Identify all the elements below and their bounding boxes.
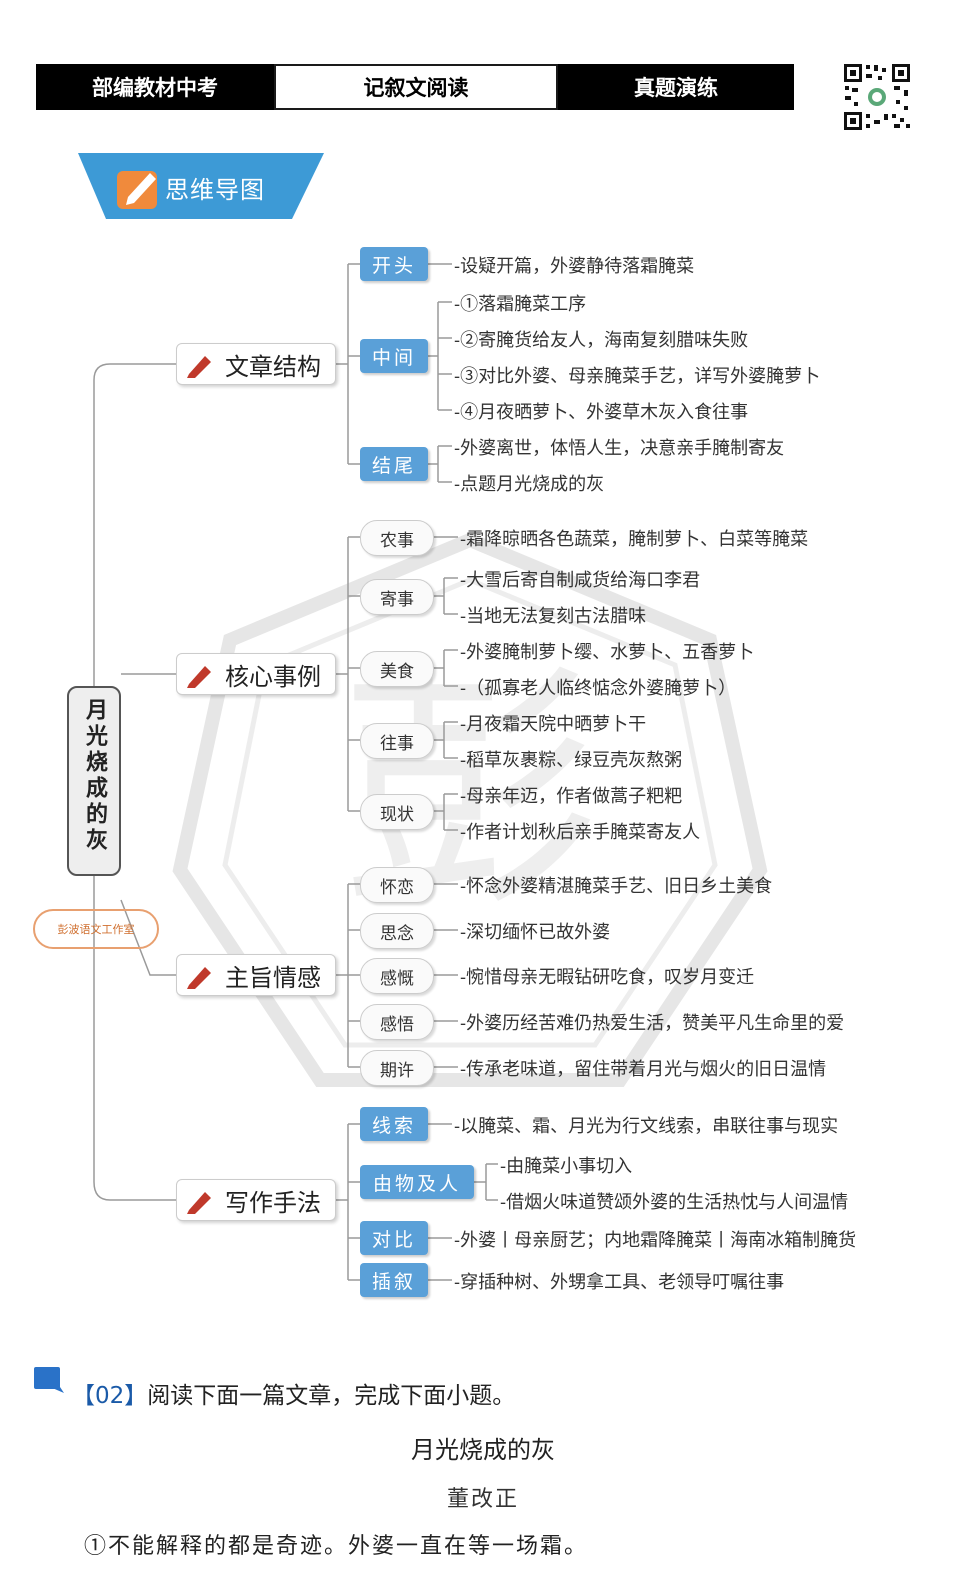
question-marker-icon: [34, 1367, 64, 1393]
question-prompt: 【02】阅读下面一篇文章，完成下面小题。: [72, 1383, 516, 1409]
leaf-text: -作者计划秋后亲手腌菜寄友人: [460, 822, 701, 843]
leaf-text: -以腌菜、霜、月光为行文线索，串联往事与现实: [454, 1116, 839, 1137]
leaf-text: -月夜霜天院中晒萝卜干: [460, 714, 647, 735]
pencil-icon: [187, 666, 211, 688]
tag-flashback: 插叙: [360, 1263, 428, 1297]
leaf-text: -惋惜母亲无暇钻研吃食，叹岁月变迁: [460, 967, 755, 988]
pill-nostalgia: 怀恋: [360, 867, 434, 903]
banner-title: 思维导图: [165, 176, 265, 204]
branch-theme: 主旨情感: [176, 954, 336, 996]
leaf-text: -当地无法复刻古法腊味: [460, 606, 647, 627]
article-title: 月光烧成的灰: [411, 1436, 555, 1464]
pencil-icon: [187, 1192, 211, 1214]
mindmap-banner: [78, 153, 324, 219]
pill-hope: 期许: [360, 1050, 434, 1086]
branch-examples: 核心事例: [176, 653, 336, 695]
qr-code-icon: [842, 62, 912, 132]
leaf-text: -外婆离世，体悟人生，决意亲手腌制寄友: [454, 438, 785, 459]
pencil-icon: [187, 356, 211, 378]
leaf-text: -穿插种树、外甥拿工具、老领导叮嘱往事: [454, 1272, 785, 1293]
pill-farming: 农事: [360, 520, 434, 556]
root-node: 月光烧成的灰: [67, 686, 121, 876]
leaf-text: -霜降晾晒各色蔬菜，腌制萝卜、白菜等腌菜: [460, 529, 809, 550]
leaf-text: -外婆历经苦难仍热爱生活，赞美平凡生命里的爱: [460, 1013, 845, 1034]
leaf-text: -传承老味道，留住带着月光与烟火的旧日温情: [460, 1059, 827, 1080]
header-cell-reading: 记叙文阅读: [274, 64, 558, 110]
pill-missing: 思念: [360, 913, 434, 949]
leaf-text: -大雪后寄自制咸货给海口李君: [460, 570, 701, 591]
leaf-text: -点题月光烧成的灰: [454, 474, 605, 495]
leaf-text: -②寄腌货给友人，海南复刻腊味失败: [454, 330, 749, 351]
leaf-text: -④月夜晒萝卜、外婆草木灰入食往事: [454, 402, 749, 423]
pencil-icon: [187, 967, 211, 989]
pill-present: 现状: [360, 794, 434, 830]
header-cell-textbook: 部编教材中考: [36, 64, 274, 110]
leaf-text: -稻草灰裹粽、绿豆壳灰熬粥: [460, 750, 683, 771]
leaf-text: -母亲年迈，作者做蒿子粑粑: [460, 786, 683, 807]
article-paragraph: ①不能解释的都是奇迹。外婆一直在等一场霜。: [84, 1534, 589, 1559]
pill-sending: 寄事: [360, 579, 434, 615]
studio-stamp: 彭波语文工作室: [33, 909, 159, 949]
tag-opening: 开头: [360, 247, 428, 281]
header-cell-practice: 真题演练: [558, 64, 794, 110]
branch-techniques: 写作手法: [176, 1179, 336, 1221]
leaf-text: -由腌菜小事切入: [500, 1156, 633, 1177]
tag-clue: 线索: [360, 1107, 428, 1141]
leaf-text: -外婆腌制萝卜缨、水萝卜、五香萝卜: [460, 642, 755, 663]
leaf-text: -外婆丨母亲厨艺；内地霜降腌菜丨海南冰箱制腌货: [454, 1230, 857, 1251]
leaf-text: -③对比外婆、母亲腌菜手艺，详写外婆腌萝卜: [454, 366, 821, 387]
pill-past: 往事: [360, 723, 434, 759]
branch-structure: 文章结构: [176, 343, 336, 385]
leaf-text: -借烟火味道赞颂外婆的生活热忱与人间温情: [500, 1192, 849, 1213]
article-author: 董改正: [446, 1487, 519, 1512]
tag-contrast: 对比: [360, 1221, 428, 1255]
tag-middle: 中间: [360, 339, 428, 373]
tag-ending: 结尾: [360, 447, 428, 481]
pill-food: 美食: [360, 651, 434, 687]
leaf-text: -深切缅怀已故外婆: [460, 922, 611, 943]
leaf-text: -怀念外婆精湛腌菜手艺、旧日乡土美食: [460, 876, 773, 897]
pill-insight: 感悟: [360, 1004, 434, 1040]
pill-sigh: 感慨: [360, 958, 434, 994]
leaf-text: -（孤寡老人临终惦念外婆腌萝卜）: [460, 678, 737, 699]
leaf-text: -设疑开篇，外婆静待落霜腌菜: [454, 256, 695, 277]
tag-object-to-person: 由物及人: [360, 1165, 474, 1199]
leaf-text: -①落霜腌菜工序: [454, 294, 587, 315]
